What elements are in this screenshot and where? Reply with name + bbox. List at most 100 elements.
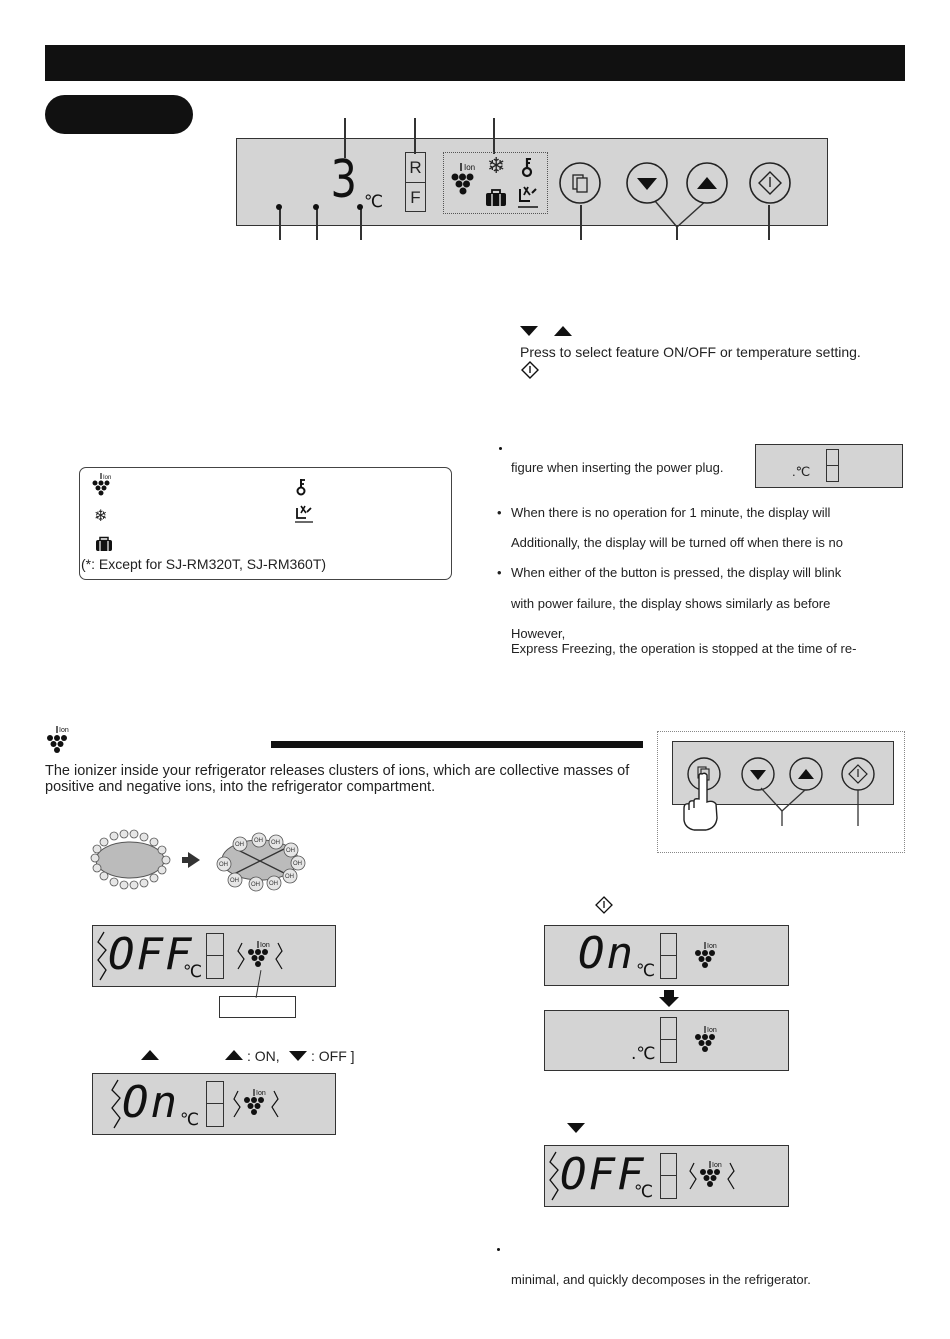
ion-cluster-illustration: OH OH OH OH OH OH OH OH OH OH bbox=[90, 829, 306, 892]
lcd-on-text: On bbox=[578, 928, 635, 979]
select-button[interactable] bbox=[558, 161, 602, 205]
express-freeze-icon bbox=[518, 186, 538, 208]
svg-text:Ion: Ion bbox=[59, 727, 69, 734]
up-button[interactable] bbox=[685, 161, 729, 205]
ion-icon: Ion bbox=[695, 942, 717, 968]
blink-mark-icon bbox=[111, 1079, 121, 1129]
down-up-arrows-icon bbox=[520, 326, 572, 336]
svg-text:OH: OH bbox=[235, 842, 244, 848]
set-button[interactable] bbox=[748, 161, 792, 205]
final-note: minimal, and quickly decomposes in the r… bbox=[511, 1272, 811, 1287]
plug-display-segment bbox=[826, 449, 839, 482]
blink-note-2: with power failure, the display shows si… bbox=[511, 596, 831, 611]
svg-text:OH: OH bbox=[251, 882, 260, 888]
lcd-off-text: OFF bbox=[560, 1149, 646, 1200]
svg-text:OH: OH bbox=[271, 840, 280, 846]
plug-display-unit: .℃ bbox=[792, 464, 811, 479]
ion-blink-icon: Ion bbox=[237, 941, 283, 970]
lcd-segment-box bbox=[660, 933, 677, 979]
key-icon bbox=[296, 479, 306, 496]
down-button[interactable] bbox=[625, 161, 669, 205]
up-arrow-icon bbox=[225, 1050, 243, 1060]
svg-text:Ion: Ion bbox=[712, 1162, 722, 1169]
svg-text:OH: OH bbox=[293, 861, 302, 867]
lcd-segment-box bbox=[206, 1081, 224, 1127]
set-button[interactable] bbox=[840, 756, 876, 792]
svg-text:Ion: Ion bbox=[707, 1027, 717, 1034]
section-rule bbox=[271, 741, 643, 748]
down-button[interactable] bbox=[740, 756, 776, 792]
svg-text:OH: OH bbox=[269, 881, 278, 887]
vacation-icon bbox=[96, 536, 112, 551]
lcd-segment-box bbox=[206, 933, 224, 979]
lcd-segment-box bbox=[660, 1017, 677, 1063]
ionizer-description: The ionizer inside your refrigerator rel… bbox=[45, 763, 630, 795]
display-note-1: When there is no operation for 1 minute,… bbox=[511, 505, 831, 520]
up-button[interactable] bbox=[788, 756, 824, 792]
svg-text:Ion: Ion bbox=[256, 1090, 266, 1097]
leader-line bbox=[360, 208, 362, 240]
up-arrow-icon bbox=[141, 1050, 159, 1060]
leader-line bbox=[344, 118, 346, 158]
svg-text:OH: OH bbox=[285, 874, 294, 880]
r-label: R bbox=[409, 158, 422, 177]
indicator-dot bbox=[357, 204, 363, 210]
express-freeze-icon bbox=[295, 505, 313, 523]
svg-text:OH: OH bbox=[286, 848, 295, 854]
callout-box bbox=[219, 996, 296, 1018]
key-icon bbox=[521, 158, 533, 178]
degree-unit: ℃ bbox=[180, 1110, 200, 1130]
snowflake-icon: ❄ bbox=[487, 153, 506, 178]
ion-icon: Ion bbox=[451, 163, 475, 195]
degree-unit: ℃ bbox=[634, 1182, 654, 1202]
bullet-mark: • bbox=[497, 505, 502, 520]
ion-icon: Ion bbox=[47, 726, 69, 753]
down-arrow-icon bbox=[567, 1123, 585, 1133]
degree-unit: ℃ bbox=[364, 192, 384, 212]
leader-line bbox=[414, 118, 416, 154]
svg-text:OH: OH bbox=[230, 878, 239, 884]
ion-icon: Ion bbox=[695, 1026, 717, 1052]
section-tab bbox=[45, 95, 193, 134]
hint-on: : ON, bbox=[247, 1048, 280, 1064]
leader-line bbox=[768, 205, 770, 240]
blink-mark-icon bbox=[97, 931, 107, 981]
svg-text:OH: OH bbox=[219, 862, 228, 868]
svg-text:Ion: Ion bbox=[464, 163, 475, 172]
icon-legend-box bbox=[79, 467, 452, 580]
lcd-segment-box bbox=[660, 1153, 677, 1199]
set-diamond-icon bbox=[595, 896, 613, 914]
plug-note: figure when inserting the power plug. bbox=[511, 460, 724, 475]
svg-text:Ion: Ion bbox=[707, 943, 717, 950]
display-note-2: Additionally, the display will be turned… bbox=[511, 535, 843, 550]
bullet bbox=[497, 1248, 500, 1251]
snowflake-icon: ❄ bbox=[94, 508, 108, 525]
arrows-description: Press to select feature ON/OFF or temper… bbox=[520, 344, 861, 360]
down-arrow-icon bbox=[289, 1051, 307, 1061]
indicator-dot bbox=[313, 204, 319, 210]
however-note: However, bbox=[511, 626, 566, 641]
vacation-icon bbox=[486, 189, 506, 206]
bullet-mark: • bbox=[497, 565, 502, 580]
ion-icon: Ion bbox=[92, 473, 111, 496]
ion-blink-icon: Ion bbox=[233, 1089, 279, 1118]
rf-indicator: R F bbox=[405, 152, 426, 212]
degree-unit: ℃ bbox=[636, 961, 656, 981]
inset-panel-frame bbox=[657, 731, 905, 853]
blink-mark-icon bbox=[549, 1151, 559, 1201]
svg-text:Ion: Ion bbox=[103, 475, 111, 481]
leader-line bbox=[580, 205, 582, 240]
pointing-hand-icon bbox=[683, 772, 718, 831]
set-diamond-icon bbox=[521, 361, 539, 379]
down-block-arrow-icon bbox=[659, 990, 679, 1007]
leader-line bbox=[676, 225, 678, 240]
express-note: Express Freezing, the operation is stopp… bbox=[511, 641, 857, 656]
svg-text:OH: OH bbox=[254, 838, 263, 844]
section-header-bar bbox=[45, 45, 905, 81]
ion-blink-icon: Ion bbox=[689, 1161, 735, 1190]
bullet bbox=[499, 447, 502, 450]
degree-unit-dot: .℃ bbox=[631, 1044, 656, 1064]
indicator-dot bbox=[276, 204, 282, 210]
lcd-off-text: OFF bbox=[108, 929, 194, 980]
hint-off: : OFF ] bbox=[311, 1048, 355, 1064]
